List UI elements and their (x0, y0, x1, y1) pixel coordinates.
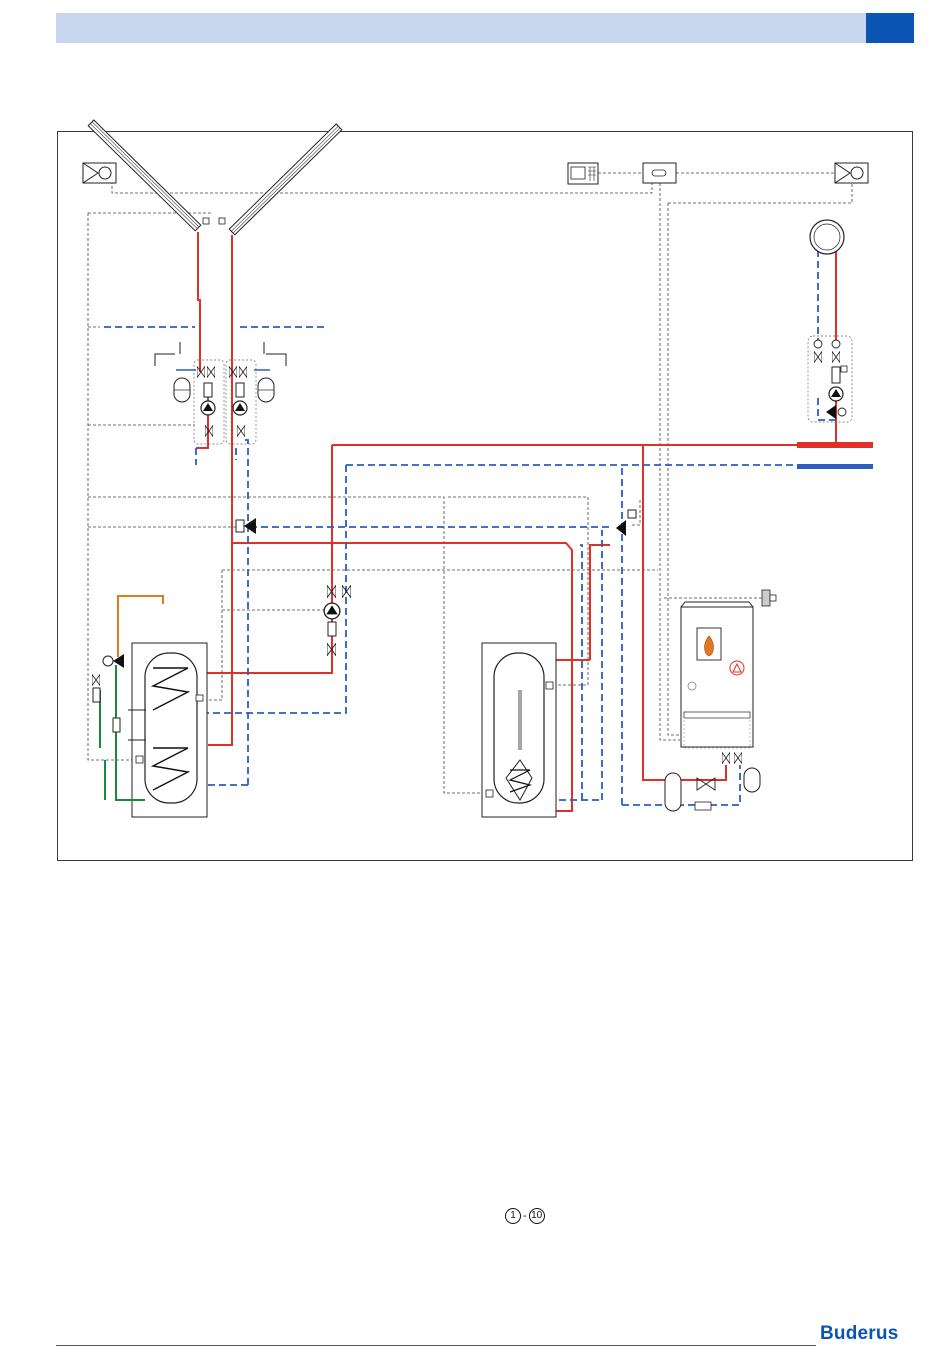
brand-logo: Buderus (820, 1323, 898, 1345)
pump-icon (324, 585, 351, 656)
outdoor-sensor-icon (762, 590, 776, 606)
legend-separator: - (523, 1210, 527, 1222)
boiler-valves (665, 752, 760, 811)
legend-end: 10 (529, 1208, 545, 1224)
solar-collector-icon (88, 120, 342, 327)
diverter-valve-left (236, 518, 256, 534)
footer-rule (56, 1345, 816, 1346)
flow-header-bar (797, 442, 873, 448)
dhw-tank-icon (482, 643, 556, 817)
boiler-icon (681, 602, 753, 748)
top-left-sensor-icon (83, 163, 116, 183)
module-icon (643, 163, 676, 183)
legend-start: 1 (505, 1208, 521, 1224)
diverter-valve-right (616, 510, 636, 536)
return-header-bar (797, 464, 873, 469)
top-right-sensor-icon (835, 163, 868, 183)
storage-tank-icon (128, 643, 207, 817)
expansion-vessel-icon (155, 342, 286, 402)
component-range-legend: 1 - 10 (505, 1208, 545, 1224)
controller-icon (568, 163, 598, 184)
heating-circuit-station (808, 336, 852, 422)
radiator-icon (810, 220, 844, 254)
